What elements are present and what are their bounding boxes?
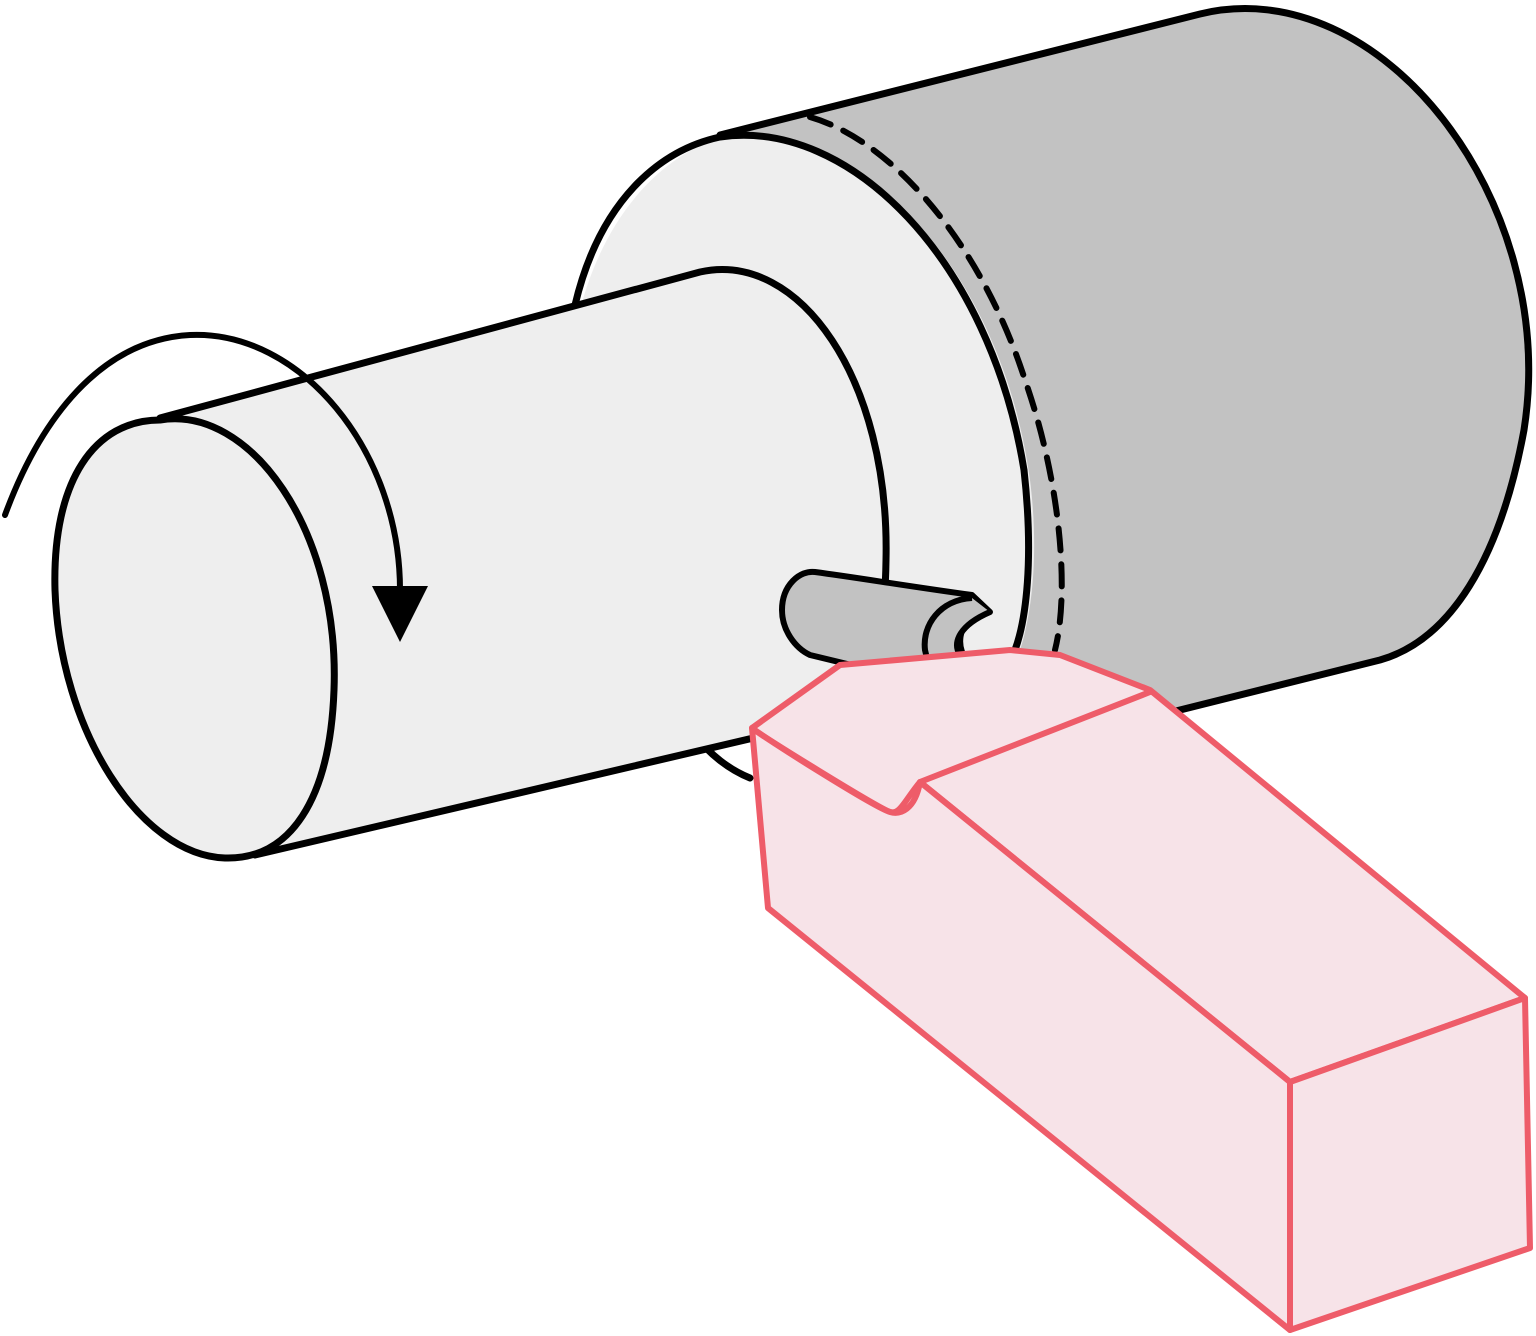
cutting-tool	[749, 647, 1533, 1333]
cut-boundary-dashed-line	[807, 114, 1065, 653]
rotation-arrow	[2, 331, 428, 642]
shoulder-face-edge	[571, 131, 1033, 654]
machined-cylinder-end-face	[51, 415, 338, 862]
arrowhead-icon	[372, 586, 428, 642]
curved-arrow-icon	[2, 331, 403, 593]
large-cylinder-body	[716, 5, 1533, 744]
large-cylinder	[716, 5, 1533, 744]
tool-cutting-edge	[917, 689, 1153, 785]
tool-end-face	[1287, 995, 1533, 1333]
